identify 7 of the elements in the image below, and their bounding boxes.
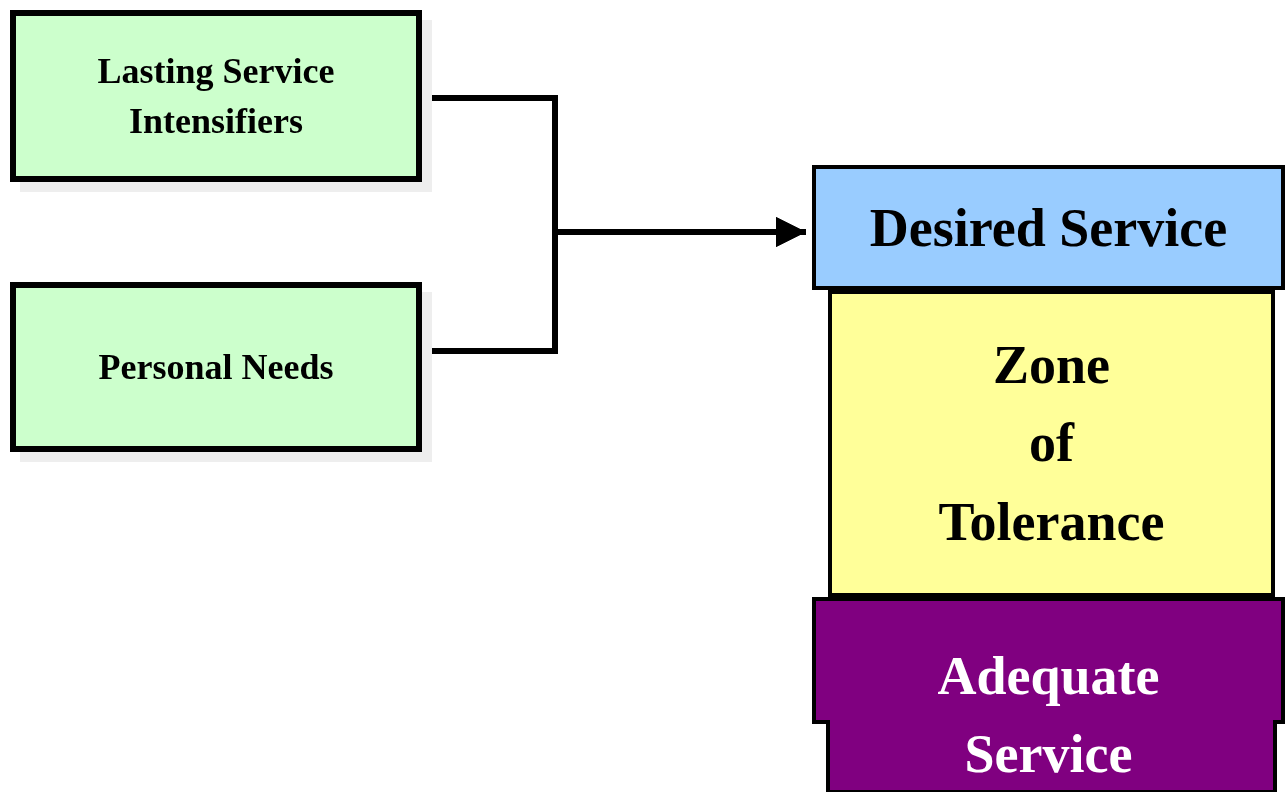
level-band (812, 597, 1285, 792)
band-label: Zone of Tolerance (937, 334, 1166, 554)
band-label: Adequate Service (936, 645, 1161, 787)
level-band (812, 165, 1285, 290)
box-label: Lasting Service Intensifiers (96, 49, 336, 143)
box-label: Personal Needs (97, 345, 335, 389)
band-label: Desired Service (869, 196, 1228, 259)
